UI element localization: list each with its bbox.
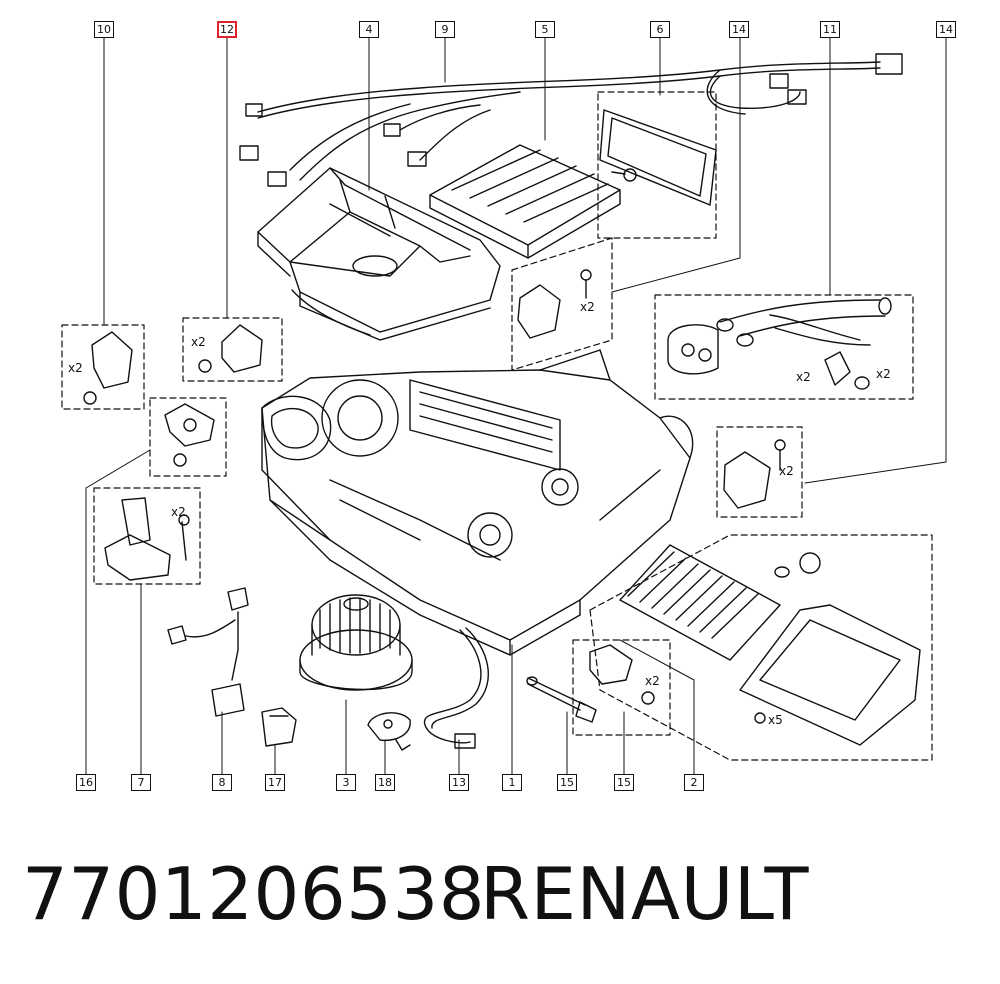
- callout-3: 3: [336, 774, 356, 791]
- callout-15: 15: [614, 774, 634, 791]
- actuator-10: [83, 331, 133, 405]
- callout-13: 13: [449, 774, 469, 791]
- connector-8: [167, 587, 249, 717]
- cabin-filter: [429, 144, 621, 259]
- part-17: [261, 707, 297, 747]
- exploded-parts-diagram: [61, 36, 947, 776]
- bracket-18: [367, 712, 411, 751]
- actuator-16: [164, 403, 215, 467]
- resistor-7: [104, 497, 190, 581]
- callout-18: 18: [375, 774, 395, 791]
- callout-7: 7: [131, 774, 151, 791]
- callout-2: 2: [684, 774, 704, 791]
- callout-4: 4: [359, 21, 379, 38]
- callout-11: 11: [820, 21, 840, 38]
- callout-14-a: 14: [729, 21, 749, 38]
- callout-6: 6: [650, 21, 670, 38]
- upper-housing: [257, 167, 501, 341]
- callout-1: 1: [502, 774, 522, 791]
- part-number: 7701206538: [22, 852, 486, 936]
- wiring-13: [423, 627, 490, 749]
- callout-15-highlighted: 12: [217, 21, 237, 38]
- callout-8: 8: [212, 774, 232, 791]
- callout-14-b: 14: [936, 21, 956, 38]
- actuator-15-top: [198, 324, 263, 373]
- callout-5: 5: [535, 21, 555, 38]
- sensor-12: [526, 676, 597, 723]
- dashed-group-boxes: [61, 91, 933, 761]
- callout-9: 9: [435, 21, 455, 38]
- callout-10: 10: [94, 21, 114, 38]
- hoses-11: [667, 297, 892, 390]
- actuator-14-right: [723, 439, 786, 509]
- main-housing: [261, 349, 694, 656]
- heater-core: [619, 544, 921, 746]
- brand-name: RENAULT: [480, 852, 810, 936]
- leader-lines: [85, 36, 947, 776]
- wiring-harness: [239, 53, 903, 187]
- actuator-15-bottom: [589, 644, 655, 705]
- callout-17: 17: [265, 774, 285, 791]
- blower-motor: [299, 594, 413, 691]
- callout-16: 16: [76, 774, 96, 791]
- panel-6: [599, 109, 717, 206]
- actuator-14-top: [517, 269, 592, 339]
- callout-12: 15: [557, 774, 577, 791]
